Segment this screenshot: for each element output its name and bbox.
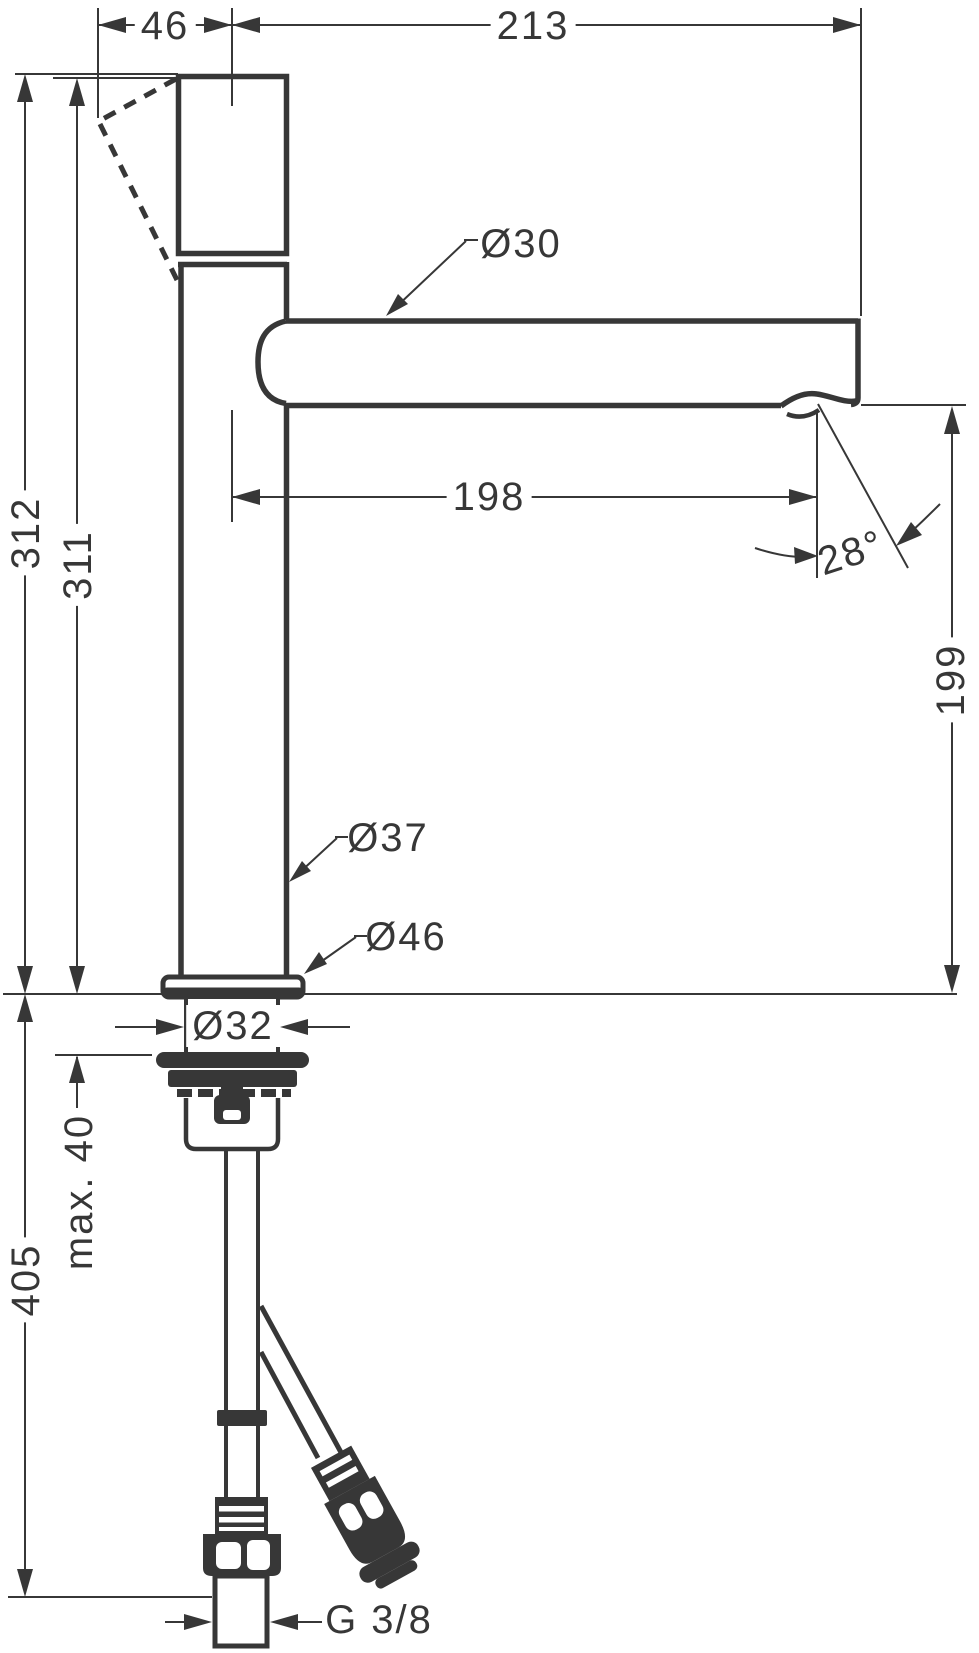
arrow-angle-right xyxy=(896,522,922,546)
dim-label-max40: max. 40 xyxy=(57,1107,101,1277)
dimension-arrows xyxy=(17,17,960,1630)
dim-label-213: 213 xyxy=(490,5,576,47)
diameter-label-30: Ø30 xyxy=(480,222,562,266)
arrow-d46 xyxy=(304,952,327,974)
bottom-connector xyxy=(203,1497,281,1576)
spout xyxy=(255,318,861,409)
base-flange xyxy=(160,974,306,1000)
mounting-nut xyxy=(156,1052,309,1068)
diameter-label-32: Ø32 xyxy=(186,1005,280,1047)
dim-label-312: 312 xyxy=(4,490,48,576)
dim-label-311: 311 xyxy=(56,524,100,606)
horseshoe-washer xyxy=(168,1070,297,1099)
diameter-label-46: Ø46 xyxy=(365,915,447,959)
angle-ray-28 xyxy=(817,403,909,569)
diameter-label-37: Ø37 xyxy=(347,816,429,860)
dim-label-198: 198 xyxy=(446,476,532,518)
spout-left-cap xyxy=(255,318,287,407)
g38-tube xyxy=(212,1573,270,1649)
drain-pipe xyxy=(217,1151,267,1498)
extension-lines xyxy=(3,8,966,1598)
dim-label-405: 405 xyxy=(4,1237,48,1323)
faucet-outline xyxy=(97,73,861,1649)
supply-hose xyxy=(258,1304,352,1469)
dim-label-46: 46 xyxy=(134,5,196,47)
thread-label-g38: G 3/8 xyxy=(325,1598,433,1642)
dim-label-199: 199 xyxy=(929,637,973,723)
arrow-d37 xyxy=(289,861,311,882)
arrow-angle-left xyxy=(794,547,818,564)
handle-open-dashed-outline xyxy=(97,76,180,282)
hose-connector xyxy=(310,1445,420,1589)
leader-d30 xyxy=(393,239,478,310)
arrow-d30 xyxy=(386,294,408,316)
fixing-clip xyxy=(214,1095,250,1124)
body-column xyxy=(178,261,290,977)
